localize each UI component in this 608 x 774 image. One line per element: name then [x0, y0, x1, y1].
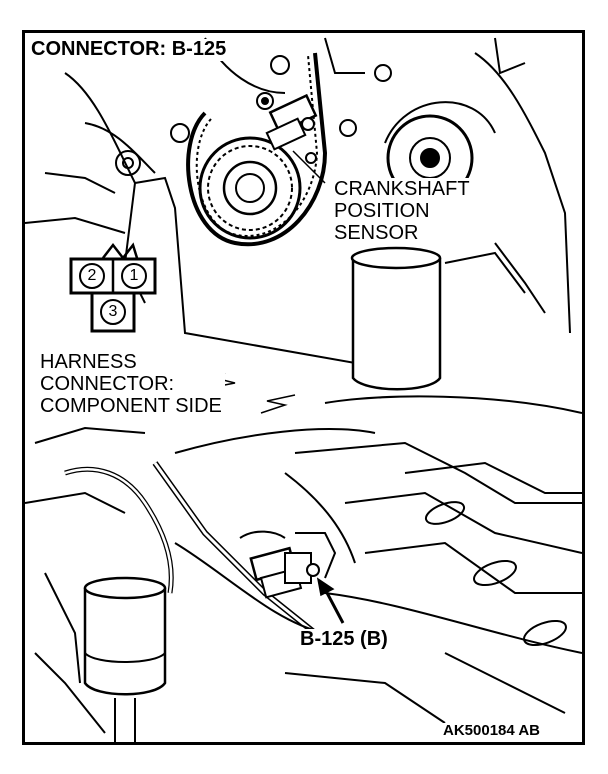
connector-pin-3: 3 — [108, 303, 118, 320]
diagram-title: CONNECTOR: B-125 — [31, 39, 231, 61]
connector-pin-1: 1 — [129, 267, 139, 284]
figure-id: AK500184 AB — [441, 722, 542, 739]
sensor-label-line: SENSOR — [334, 222, 419, 244]
harness-label-line: CONNECTOR: — [40, 373, 175, 395]
connector-pin-2: 2 — [87, 267, 97, 284]
crankshaft-sensor-label: CRANKSHAFT POSITION SENSOR — [331, 178, 473, 244]
connector-callout-label: B-125 (B) — [297, 629, 391, 649]
intake-manifold-area — [25, 395, 582, 742]
harness-connector-label: HARNESS CONNECTOR: COMPONENT SIDE — [37, 351, 225, 417]
connector-face — [69, 242, 157, 333]
engine-illustration — [25, 37, 582, 742]
sensor-label-line: CRANKSHAFT — [334, 178, 470, 200]
diagram-frame: CONNECTOR: B-125 CRANKSHAFT POSITION SEN… — [22, 30, 585, 745]
harness-label-line: HARNESS — [40, 351, 137, 373]
sensor-label-line: POSITION — [334, 200, 430, 222]
harness-label-line: COMPONENT SIDE — [40, 395, 222, 417]
